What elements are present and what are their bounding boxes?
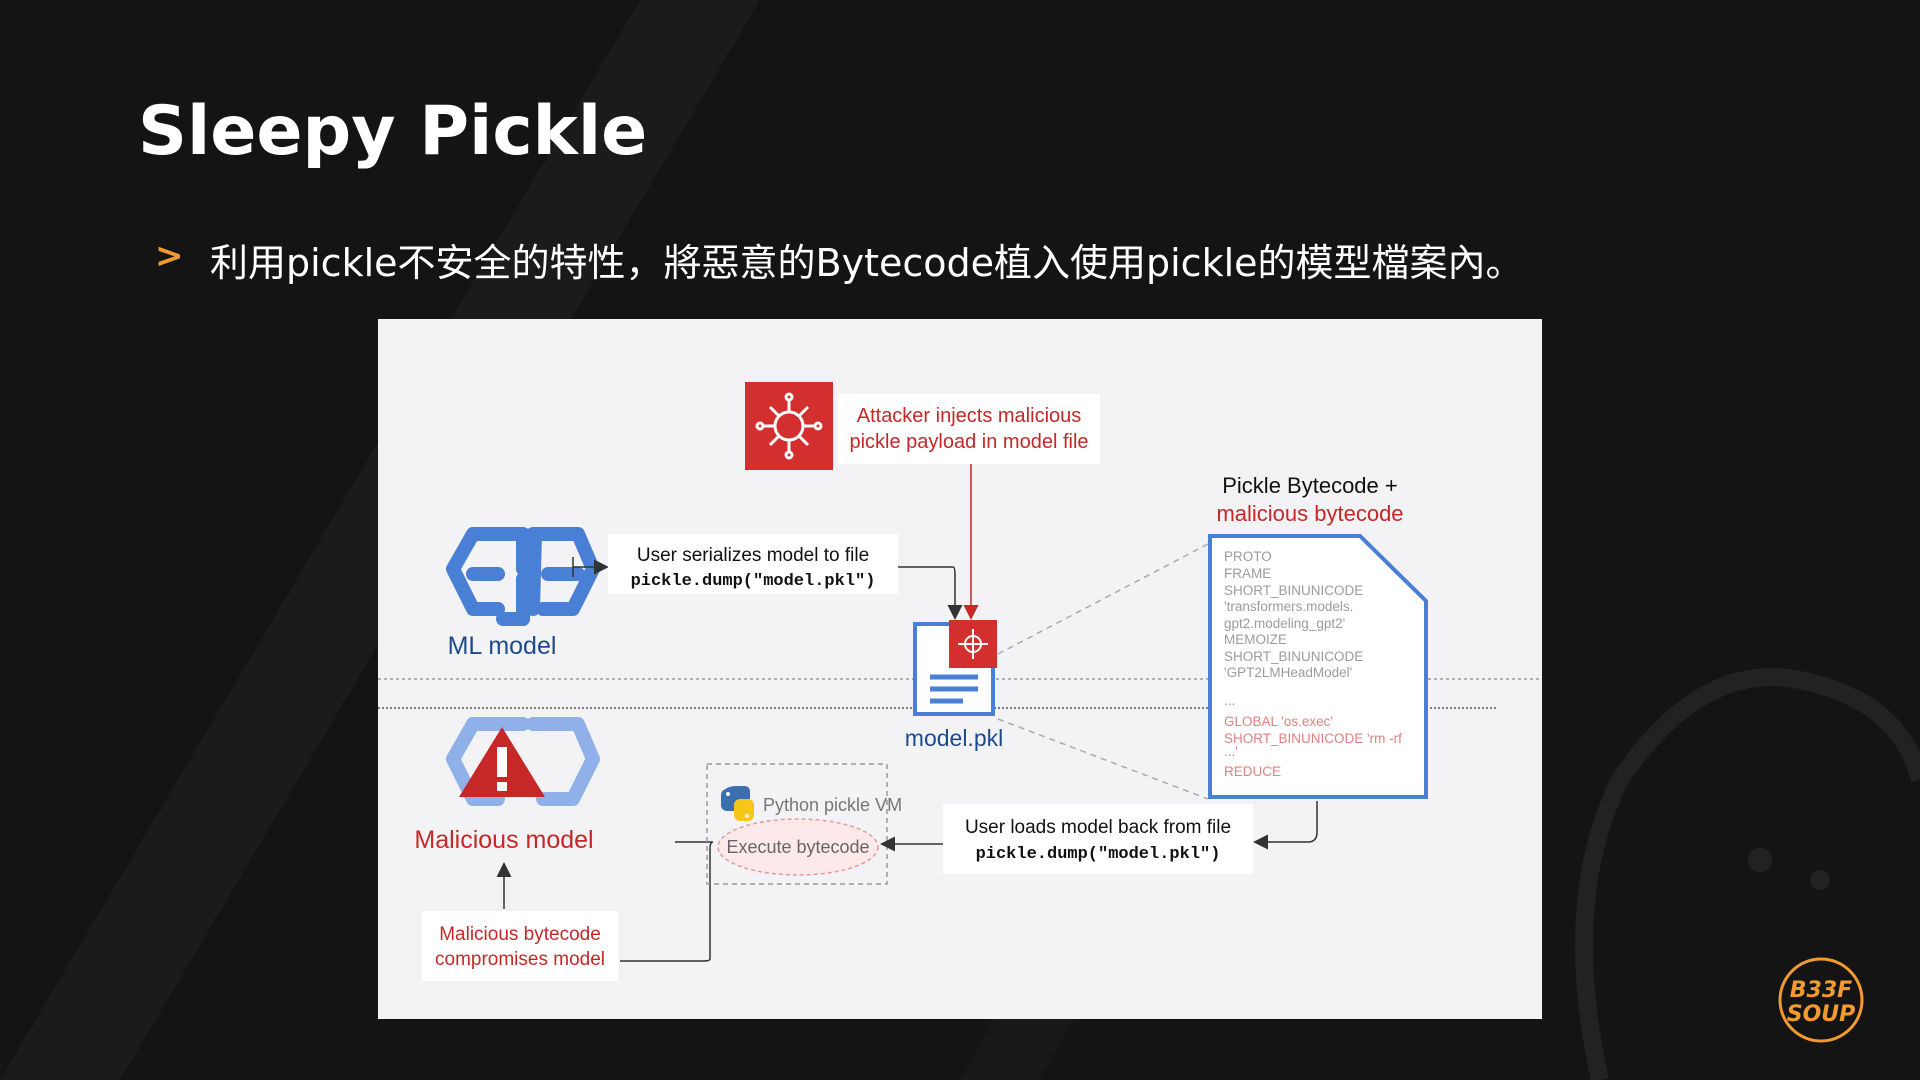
bytecode-malicious-line: REDUCE: [1224, 764, 1281, 779]
attacker-label-line2: pickle payload in model file: [849, 431, 1088, 453]
bytecode-title-line2: malicious bytecode: [1216, 501, 1403, 526]
diagram-canvas: Attacker injects malicious pickle payloa…: [378, 382, 1542, 981]
load-label-box: [943, 804, 1253, 874]
bytecode-title-line1: Pickle Bytecode +: [1222, 473, 1397, 498]
slide-title: Sleepy Pickle: [138, 92, 648, 171]
vm-label: Python pickle VM: [763, 795, 902, 815]
ml-model-label: ML model: [448, 632, 557, 660]
compromise-label-box: [422, 911, 618, 981]
brand-logo: B33F SOUP: [1778, 957, 1864, 1043]
pickle-vm-box: [706, 763, 888, 885]
bytecode-line: MEMOIZE: [1224, 632, 1287, 647]
bytecode-to-load-arrow: [1253, 801, 1318, 850]
malicious-brain-icon: [446, 717, 600, 806]
bytecode-line: SHORT_BINUNICODE: [1224, 583, 1363, 598]
bytecode-line: ...: [1224, 693, 1235, 708]
serialize-arrow-right: [898, 566, 963, 620]
virus-shield-icon: [755, 392, 823, 460]
load-line2: pickle.dump("model.pkl"): [976, 845, 1221, 864]
bytecode-line: PROTO: [1224, 549, 1272, 564]
logo-line2: SOUP: [1787, 1002, 1856, 1027]
bytecode-line: gpt2.modeling_gpt2': [1224, 616, 1345, 631]
compromise-line2: compromises model: [435, 949, 605, 970]
bytecode-text: PROTO FRAME SHORT_BINUNICODE 'transforme…: [1224, 549, 1402, 779]
bytecode-line: FRAME: [1224, 566, 1271, 581]
execute-label: Execute bytecode: [726, 837, 869, 857]
bullet-text: 利用pickle不安全的特性，將惡意的Bytecode植入使用pickle的模型…: [210, 241, 1524, 285]
serialize-label-box: [608, 534, 898, 594]
sleepy-pickle-diagram: Attacker injects malicious pickle payloa…: [378, 319, 1542, 1019]
bullet-marker: >: [155, 236, 184, 276]
bytecode-malicious-line: ...': [1224, 744, 1238, 759]
bytecode-line: 'GPT2LMHeadModel': [1224, 665, 1352, 680]
attacker-label-box: [838, 394, 1100, 464]
file-icon: [913, 620, 997, 716]
vm-to-compromise-line: [620, 841, 714, 962]
brain-icon: [446, 527, 600, 626]
malicious-model-label: Malicious model: [414, 826, 593, 854]
execute-ellipse: [717, 818, 879, 876]
bytecode-malicious-line: GLOBAL 'os.exec': [1224, 714, 1333, 729]
bytecode-line: SHORT_BINUNICODE: [1224, 649, 1363, 664]
bytecode-malicious-line: SHORT_BINUNICODE 'rm -rf: [1224, 731, 1402, 746]
model-file-label: model.pkl: [905, 725, 1003, 751]
logo-line1: B33F: [1790, 978, 1852, 1003]
projection-line-top: [997, 543, 1209, 655]
serialize-line1: User serializes model to file: [637, 545, 869, 566]
bytecode-line: 'transformers.models.: [1224, 599, 1353, 614]
bytecode-document: [1208, 534, 1428, 799]
compromise-line1: Malicious bytecode: [439, 924, 601, 945]
attacker-icon: [745, 382, 833, 470]
python-icon: [721, 786, 754, 821]
serialize-line2: pickle.dump("model.pkl"): [631, 572, 876, 591]
projection-line-bottom: [997, 718, 1209, 800]
load-line1: User loads model back from file: [965, 817, 1231, 838]
attacker-label-line1: Attacker injects malicious: [857, 405, 1082, 427]
